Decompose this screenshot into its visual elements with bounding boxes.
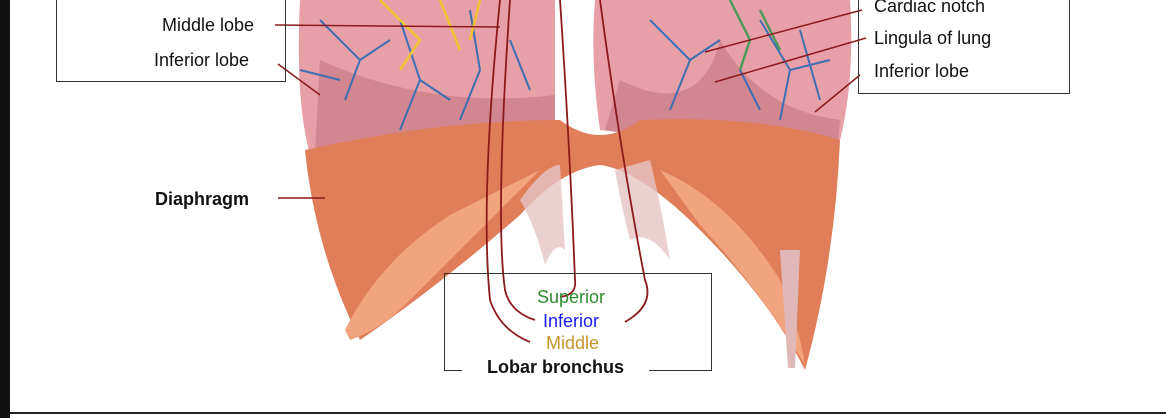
label-lingula: Lingula of lung [874,27,991,49]
label-cardiac-notch: Cardiac notch [874,0,985,17]
bronchus-type-superior: Superior [537,286,605,308]
label-lobar-bronchus: Lobar bronchus [462,356,649,378]
bronchus-type-inferior: Inferior [543,310,599,332]
label-diaphragm: Diaphragm [155,188,249,210]
label-middle-lobe: Middle lobe [162,14,254,36]
label-inferior-lobe-right: Inferior lobe [874,60,969,82]
label-inferior-lobe-left: Inferior lobe [154,49,249,71]
bronchus-type-middle: Middle [546,332,599,354]
